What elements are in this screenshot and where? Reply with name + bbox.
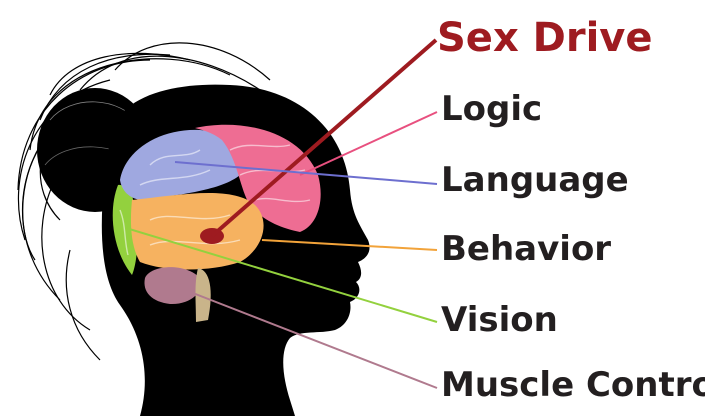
vision-line	[125, 227, 438, 323]
cerebellum	[144, 267, 201, 305]
label-logic: Logic	[441, 89, 543, 129]
muscle-control-line	[179, 287, 438, 389]
connector-lines	[125, 38, 438, 389]
label-sex-drive: Sex Drive	[437, 15, 653, 61]
parietal-lobe	[120, 129, 240, 200]
brain-stem	[195, 268, 211, 322]
brain-folds	[119, 144, 311, 256]
label-muscle-control: Muscle Control	[441, 365, 705, 405]
language-line	[174, 161, 438, 185]
label-behavior: Behavior	[441, 229, 612, 269]
label-language: Language	[441, 160, 629, 200]
temporal-lobe	[130, 193, 264, 270]
hair-strands	[17, 42, 271, 361]
brain	[112, 124, 321, 322]
sex-drive-line	[210, 38, 438, 238]
label-vision: Vision	[441, 300, 558, 340]
frontal-lobe	[195, 124, 321, 232]
behavior-line	[261, 239, 438, 251]
logic-line	[299, 111, 438, 176]
